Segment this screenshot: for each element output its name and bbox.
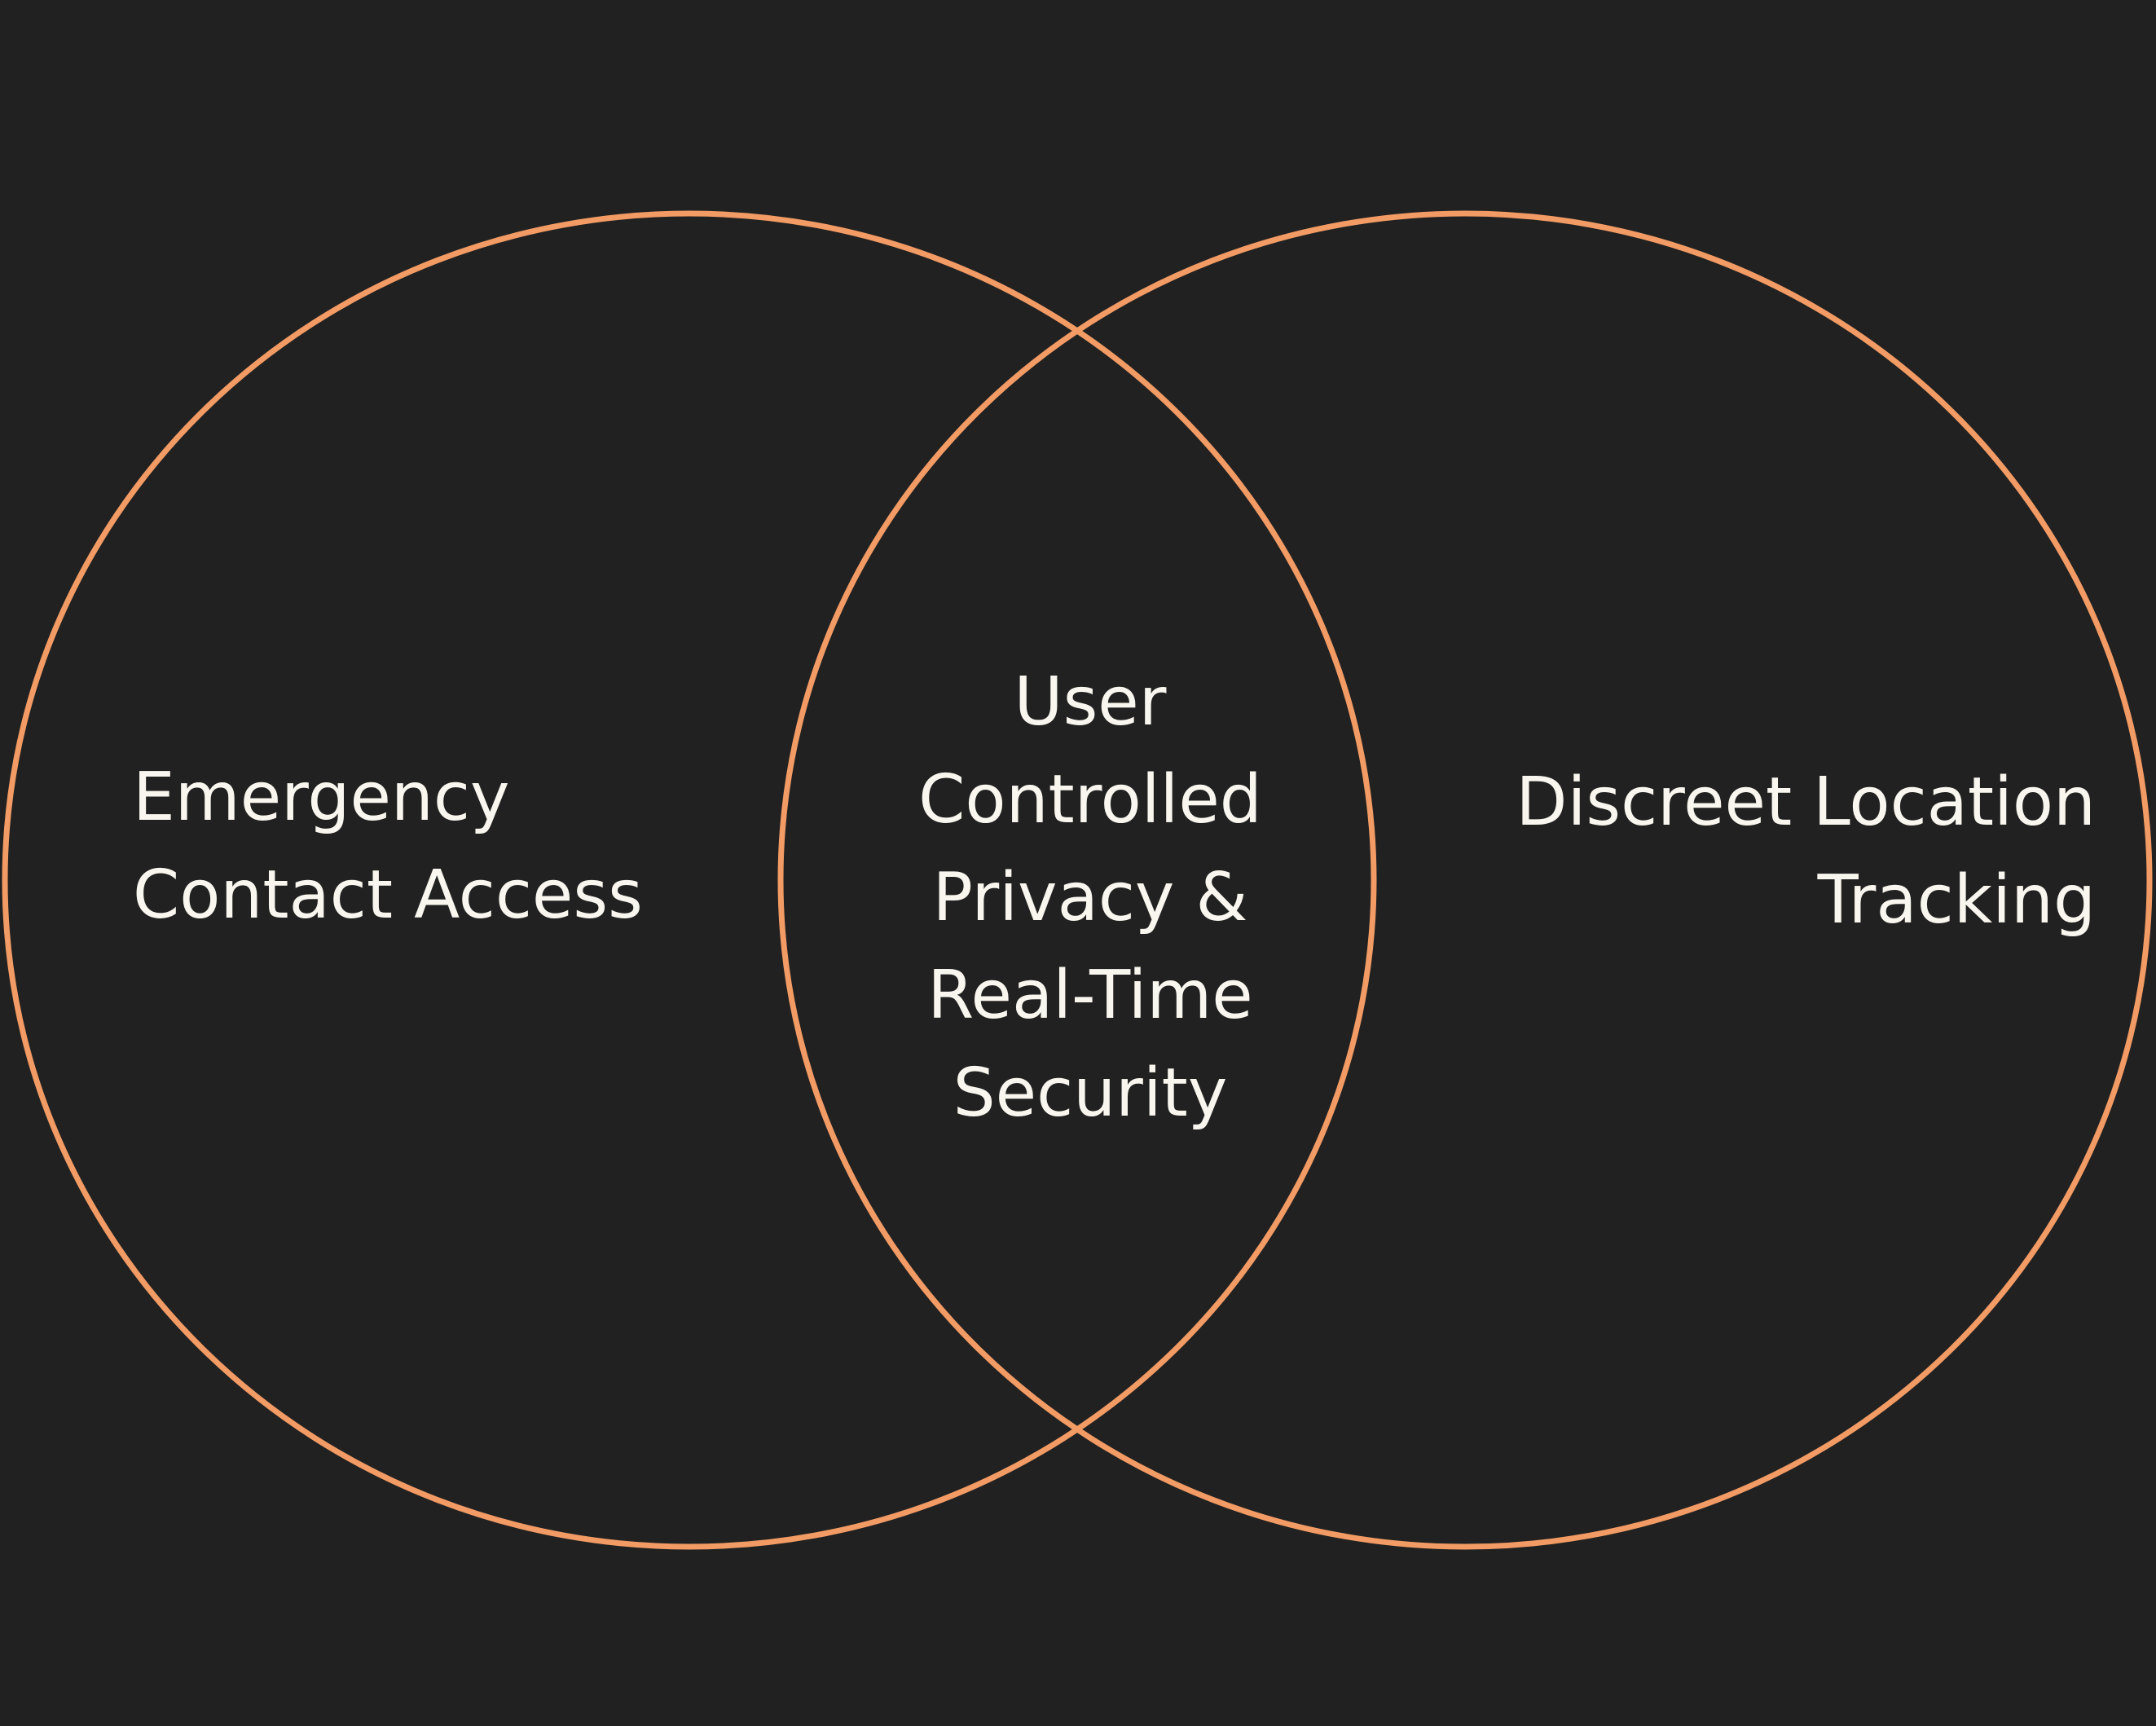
- intersection-label: User Controlled Privacy & Real-Time Secu…: [918, 663, 1262, 1132]
- right-set-circle: [777, 210, 2153, 1550]
- right-set-label: Discreet Location Tracking: [1516, 764, 2096, 939]
- left-set-circle: [2, 210, 1377, 1550]
- left-set-label: Emergency Contact Access: [133, 759, 643, 934]
